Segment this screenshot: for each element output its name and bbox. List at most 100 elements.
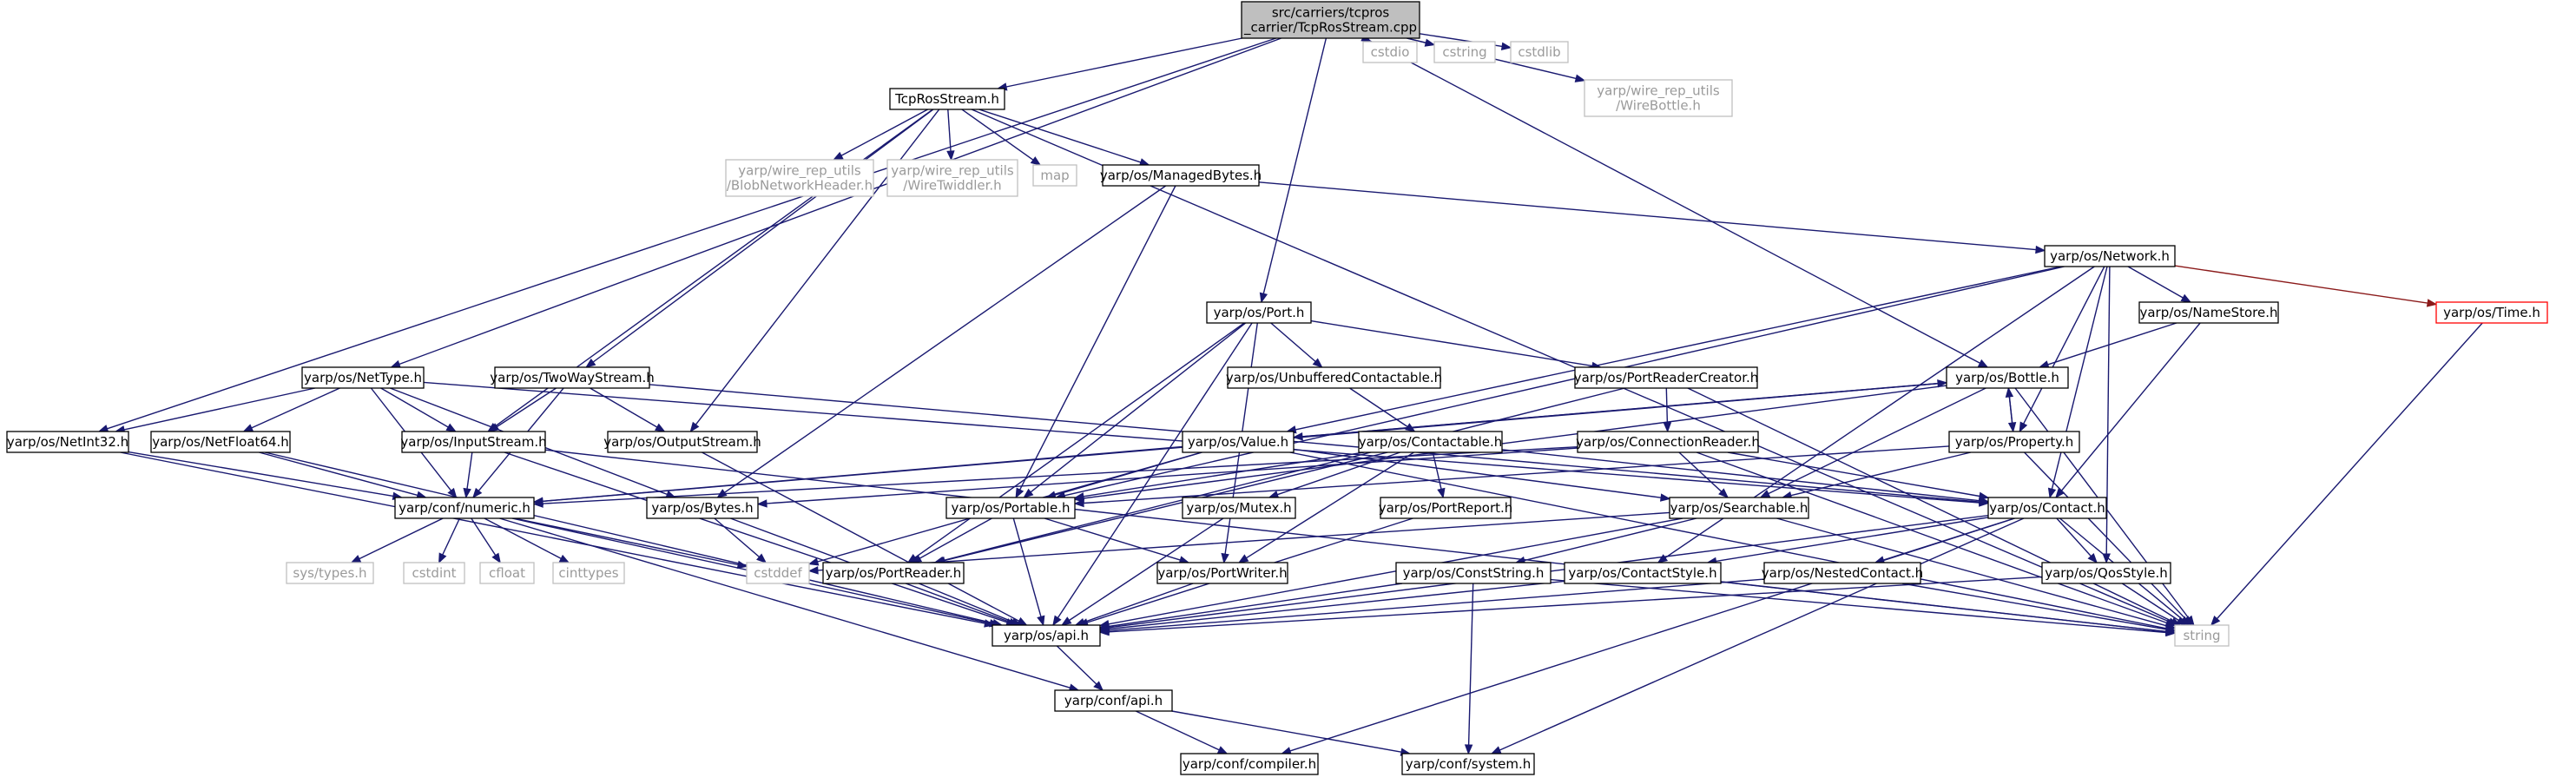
node-conststring-h[interactable]: yarp/os/ConstString.h xyxy=(1395,562,1552,584)
edge-numeric_h-to-conf_api_h xyxy=(499,517,1080,692)
node-label: yarp/os/ConnectionReader.h xyxy=(1576,434,1760,450)
edge-portable_h-to-api_h xyxy=(1012,517,1045,627)
edge-mutex_h-to-api_h xyxy=(1060,517,1224,626)
node-portreadercreator-h[interactable]: yarp/os/PortReaderCreator.h xyxy=(1574,366,1759,389)
node-outputstream-h[interactable]: yarp/os/OutputStream.h xyxy=(603,431,761,453)
node-cstddef[interactable]: cstddef xyxy=(746,562,810,584)
node-nestedcontact-h[interactable]: yarp/os/NestedContact.h xyxy=(1762,562,1923,584)
edge-nettype_h-to-inputstream_h xyxy=(380,387,457,432)
node-contact-h[interactable]: yarp/os/Contact.h xyxy=(1987,497,2107,519)
node-box xyxy=(494,366,650,389)
edge-conf_api_h-to-system_h xyxy=(1171,710,1412,756)
node-cfloat[interactable]: cfloat xyxy=(479,562,535,584)
node-label: yarp/os/Property.h xyxy=(1955,434,2073,450)
edge-tcprosstream_h-to-map xyxy=(961,109,1042,166)
edge-managedbytes_h-to-bytes_h xyxy=(716,185,1167,498)
node-port-h[interactable]: yarp/os/Port.h xyxy=(1206,301,1312,324)
node-cstdint[interactable]: cstdint xyxy=(403,562,465,584)
node-netint32-h[interactable]: yarp/os/NetInt32.h xyxy=(6,431,129,453)
node-label: yarp/os/Value.h xyxy=(1188,434,1288,450)
node-searchable-h[interactable]: yarp/os/Searchable.h xyxy=(1669,497,1809,519)
node-qosstyle-h[interactable]: yarp/os/QosStyle.h xyxy=(2041,562,2171,584)
node-box xyxy=(746,562,810,584)
node-box xyxy=(301,366,425,389)
node-portable-h[interactable]: yarp/os/Portable.h xyxy=(945,497,1076,519)
node-systypes-h[interactable]: sys/types.h xyxy=(286,562,374,584)
edge-numeric_h-to-cstddef xyxy=(514,517,748,570)
node-portreport-h[interactable]: yarp/os/PortReport.h xyxy=(1379,497,1513,519)
edge-portreader_h-to-api_h xyxy=(919,583,1022,626)
edge-port_h-to-portable_h xyxy=(1023,322,1247,498)
node-portwriter-h[interactable]: yarp/os/PortWriter.h xyxy=(1156,562,1288,584)
node-box xyxy=(1102,164,1260,187)
node-contactstyle-h[interactable]: yarp/os/ContactStyle.h xyxy=(1564,562,1722,584)
node-box xyxy=(889,88,1005,110)
node-label: cfloat xyxy=(489,565,525,581)
node-portreader-h[interactable]: yarp/os/PortReader.h xyxy=(822,562,965,584)
node-label: yarp/os/NetFloat64.h xyxy=(152,434,289,450)
node-box xyxy=(2044,245,2176,267)
edge-connectionreader_h-to-numeric_h xyxy=(532,446,1578,508)
node-box xyxy=(992,624,1101,647)
edge-connectionreader_h-to-searchable_h xyxy=(1678,451,1729,498)
node-wiretwiddler-h[interactable]: yarp/wire_rep_utils/WireTwiddler.h xyxy=(886,159,1018,197)
node-inputstream-h[interactable]: yarp/os/InputStream.h xyxy=(400,431,547,453)
node-bottle-h[interactable]: yarp/os/Bottle.h xyxy=(1946,366,2069,389)
node-box xyxy=(394,497,535,519)
node-api-h[interactable]: yarp/os/api.h xyxy=(992,624,1101,647)
edge-nestedcontact_h-to-api_h xyxy=(1098,578,1765,635)
node-box xyxy=(1433,41,1496,63)
node-cstring[interactable]: cstring xyxy=(1433,41,1496,63)
node-box xyxy=(646,497,759,519)
node-box xyxy=(945,497,1076,519)
node-nettype-h[interactable]: yarp/os/NetType.h xyxy=(301,366,425,389)
edge-value_h-to-searchable_h xyxy=(1293,448,1671,502)
node-namestore-h[interactable]: yarp/os/NameStore.h xyxy=(2138,301,2279,324)
node-label: yarp/os/InputStream.h xyxy=(400,434,546,450)
node-label: /WireTwiddler.h xyxy=(903,178,1001,194)
node-label: yarp/os/Portable.h xyxy=(952,500,1071,516)
node-cstdlib[interactable]: cstdlib xyxy=(1510,41,1569,63)
node-blobnetworkheader-h[interactable]: yarp/wire_rep_utils/BlobNetworkHeader.h xyxy=(725,159,874,197)
node-compiler-h[interactable]: yarp/conf/compiler.h xyxy=(1180,753,1319,775)
node-mutex-h[interactable]: yarp/os/Mutex.h xyxy=(1182,497,1296,519)
node-label: TcpRosStream.h xyxy=(894,91,999,107)
edge-value_h-to-string xyxy=(1289,451,2177,633)
node-managedbytes-h[interactable]: yarp/os/ManagedBytes.h xyxy=(1100,164,1262,187)
node-contactable-h[interactable]: yarp/os/Contactable.h xyxy=(1358,431,1503,453)
node-box xyxy=(1227,366,1441,389)
node-time-h[interactable]: yarp/os/Time.h xyxy=(2435,301,2548,324)
edge-searchable_h-to-conststring_h xyxy=(1514,517,1697,565)
node-bytes-h[interactable]: yarp/os/Bytes.h xyxy=(646,497,759,519)
node-label: yarp/os/Bottle.h xyxy=(1955,370,2059,385)
edge-netfloat64_h-to-numeric_h xyxy=(259,451,427,499)
node-network-h[interactable]: yarp/os/Network.h xyxy=(2044,245,2176,267)
node-unbufferedcontactable-h[interactable]: yarp/os/UnbufferedContactable.h xyxy=(1226,366,1442,389)
node-root[interactable]: src/carriers/tcpros_carrier/TcpRosStream… xyxy=(1241,1,1420,39)
node-label: yarp/os/PortReader.h xyxy=(826,565,962,581)
node-label: cstddef xyxy=(754,565,802,581)
node-label: cstring xyxy=(1442,44,1486,60)
node-label: yarp/os/TwoWayStream.h xyxy=(490,370,654,385)
node-tcprosstream-h[interactable]: TcpRosStream.h xyxy=(889,88,1005,110)
edge-root-to-nettype_h xyxy=(390,37,1281,368)
node-twowaystream-h[interactable]: yarp/os/TwoWayStream.h xyxy=(490,366,655,389)
node-value-h[interactable]: yarp/os/Value.h xyxy=(1182,431,1295,453)
edge-contact_h-to-compiler_h xyxy=(1281,517,2015,755)
node-string[interactable]: string xyxy=(2174,624,2230,647)
edge-nettype_h-to-netint32_h xyxy=(114,387,316,434)
node-label: /BlobNetworkHeader.h xyxy=(727,178,873,194)
node-cstdio[interactable]: cstdio xyxy=(1362,41,1418,63)
node-system-h[interactable]: yarp/conf/system.h xyxy=(1401,753,1535,775)
node-connectionreader-h[interactable]: yarp/os/ConnectionReader.h xyxy=(1576,431,1760,453)
node-label: cstdlib xyxy=(1518,44,1560,60)
node-box xyxy=(1584,79,1733,117)
node-numeric-h[interactable]: yarp/conf/numeric.h xyxy=(394,497,535,519)
node-wirebottle-h[interactable]: yarp/wire_rep_utils/WireBottle.h xyxy=(1584,79,1733,117)
node-netfloat64-h[interactable]: yarp/os/NetFloat64.h xyxy=(150,431,291,453)
node-property-h[interactable]: yarp/os/Property.h xyxy=(1948,431,2080,453)
node-map[interactable]: map xyxy=(1032,164,1077,187)
node-cinttypes[interactable]: cinttypes xyxy=(552,562,625,584)
node-conf-api-h[interactable]: yarp/conf/api.h xyxy=(1054,689,1173,712)
node-label: yarp/os/PortReport.h xyxy=(1379,500,1513,516)
